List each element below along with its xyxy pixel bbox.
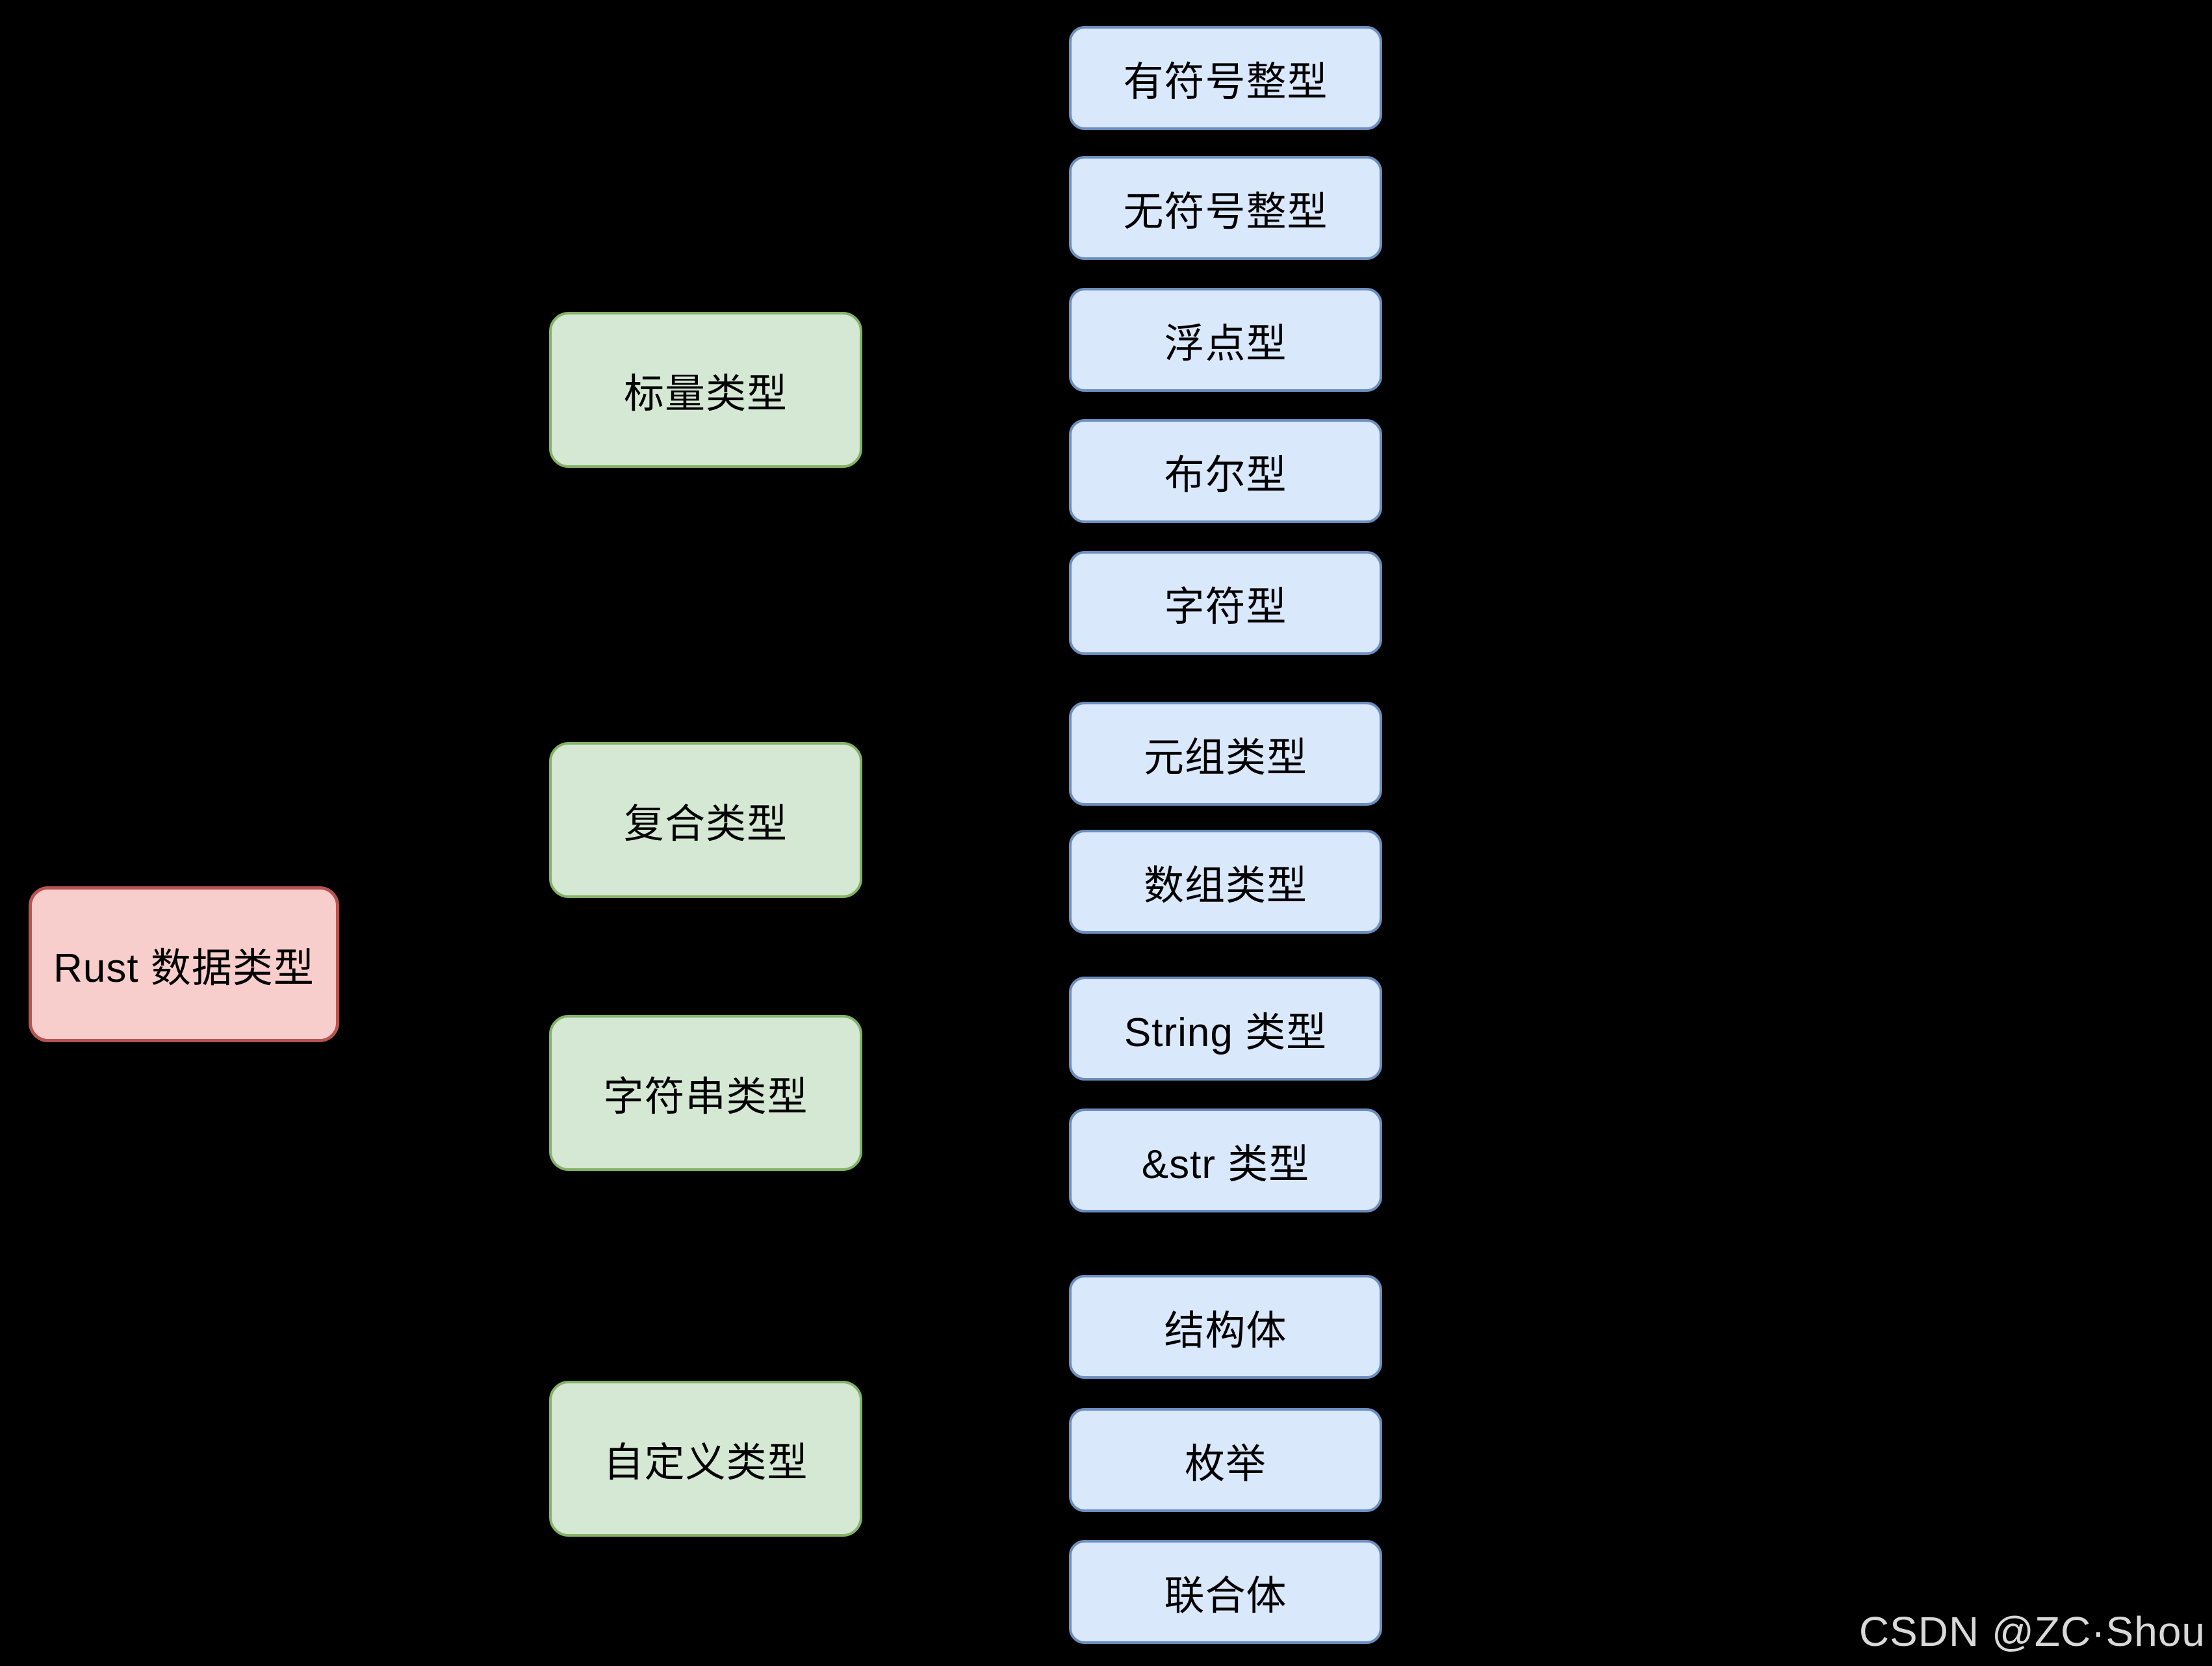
leaf-node-str-slice: &str 类型 — [1069, 1109, 1382, 1212]
category-node-compound: 复合类型 — [549, 742, 862, 898]
leaf-node-char: 字符型 — [1069, 551, 1382, 655]
leaf-node-signed-integer: 有符号整型 — [1069, 26, 1382, 130]
watermark-text: CSDN @ZC·Shou — [1858, 1608, 2206, 1655]
leaf-node-string-type: String 类型 — [1069, 977, 1382, 1081]
leaf-node-unsigned-integer: 无符号整型 — [1069, 156, 1382, 260]
root-node: Rust 数据类型 — [29, 886, 339, 1042]
leaf-node-float: 浮点型 — [1069, 288, 1382, 392]
leaf-node-enum: 枚举 — [1069, 1408, 1382, 1512]
leaf-node-array: 数组类型 — [1069, 830, 1382, 934]
category-node-custom: 自定义类型 — [549, 1381, 862, 1537]
leaf-node-struct: 结构体 — [1069, 1275, 1382, 1379]
leaf-node-boolean: 布尔型 — [1069, 419, 1382, 523]
category-node-scalar: 标量类型 — [549, 312, 862, 468]
leaf-node-tuple: 元组类型 — [1069, 702, 1382, 806]
leaf-node-union: 联合体 — [1069, 1540, 1382, 1644]
category-node-string: 字符串类型 — [549, 1015, 862, 1171]
